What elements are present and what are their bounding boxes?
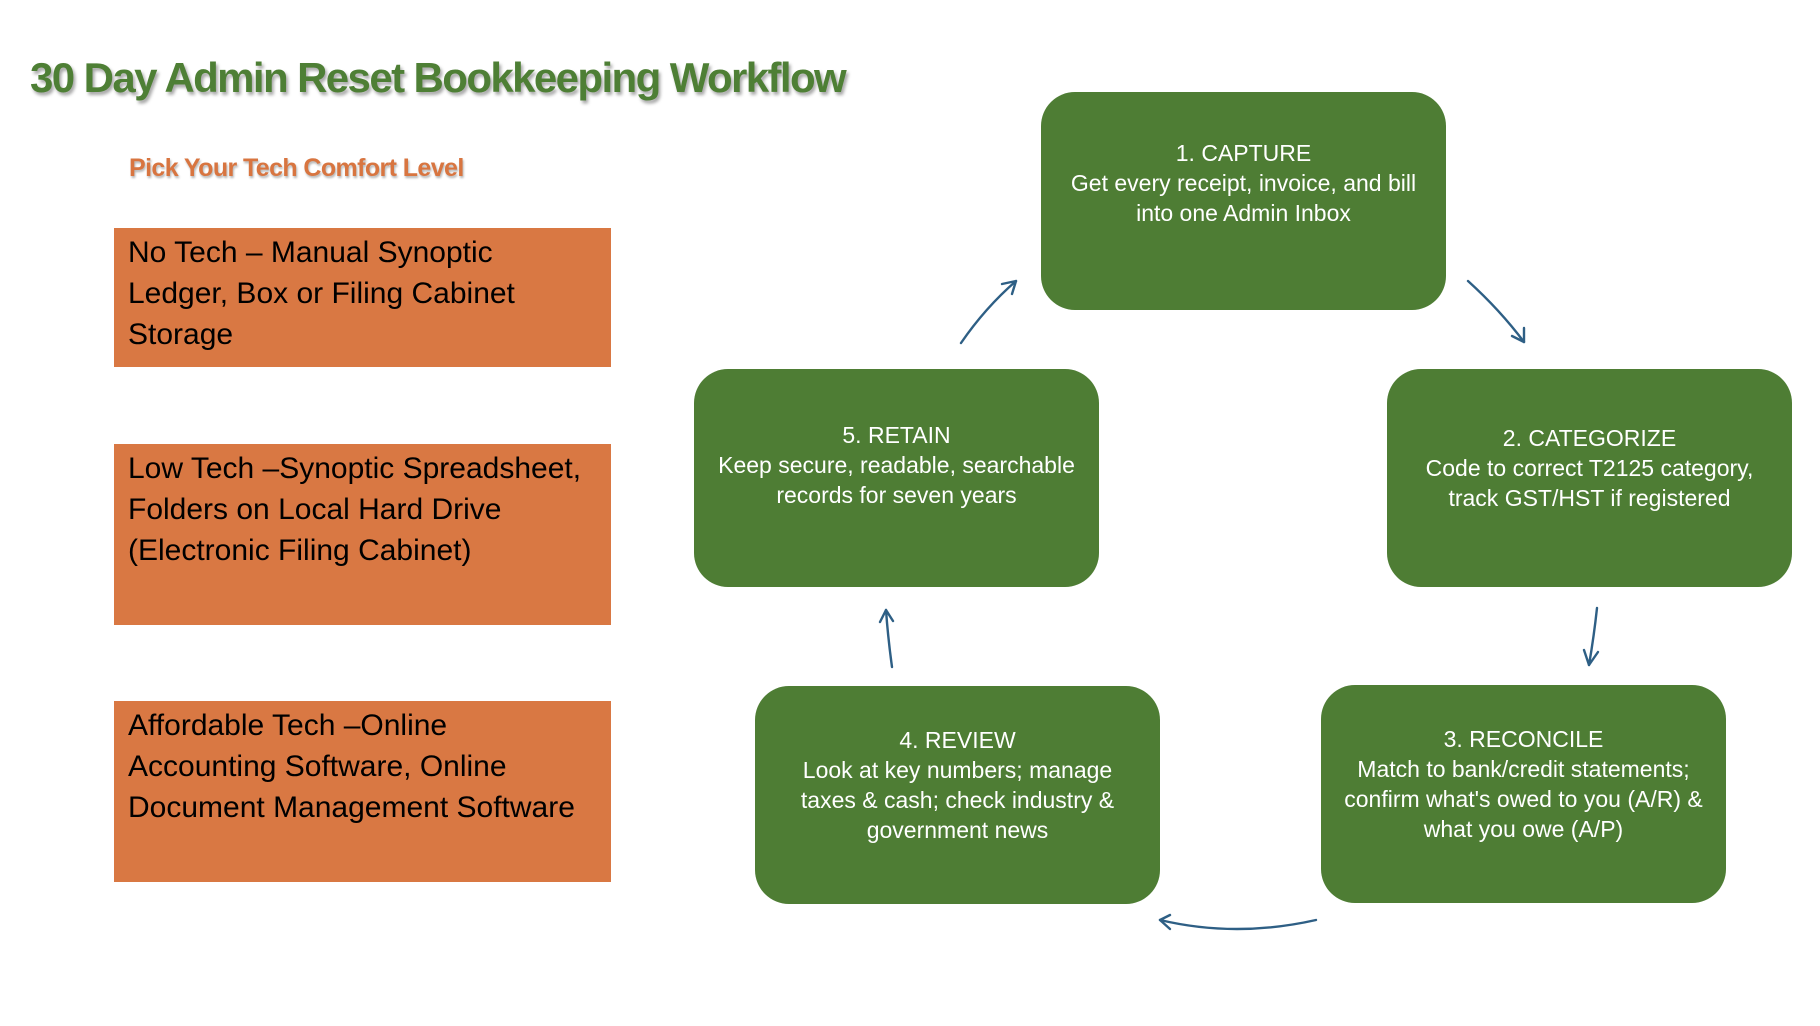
arrow-review-to-retain <box>878 608 895 669</box>
step-review: 4. REVIEW Look at key numbers; manage ta… <box>755 686 1160 904</box>
arrow-review-to-retain-line <box>884 608 894 669</box>
arrow-categorize-to-reconcile-head <box>1582 648 1600 667</box>
tech-level-affordable-tech: Affordable Tech –Online Accounting Softw… <box>114 701 611 882</box>
step-description: Match to bank/credit statements; confirm… <box>1344 756 1703 842</box>
arrow-reconcile-to-review-head <box>1158 913 1172 931</box>
step-description: Get every receipt, invoice, and bill int… <box>1070 170 1417 226</box>
step-categorize: 2. CATEGORIZE Code to correct T2125 cate… <box>1387 369 1792 587</box>
arrow-categorize-to-reconcile <box>1582 606 1600 667</box>
step-description: Code to correct T2125 category, track GS… <box>1425 455 1754 511</box>
step-title: 5. RETAIN <box>842 422 951 448</box>
step-title: 2. CATEGORIZE <box>1502 425 1677 451</box>
step-title: 1. CAPTURE <box>1175 140 1312 166</box>
arrow-retain-to-capture-head <box>1000 279 1018 296</box>
arrow-reconcile-to-review-line <box>1158 918 1318 931</box>
step-title: 3. RECONCILE <box>1443 726 1604 752</box>
arrow-retain-to-capture <box>959 279 1018 345</box>
step-title: 4. REVIEW <box>899 727 1016 753</box>
step-description: Keep secure, readable, searchable record… <box>718 452 1075 508</box>
step-retain: 5. RETAIN Keep secure, readable, searcha… <box>694 369 1099 587</box>
arrow-capture-to-categorize-line <box>1466 279 1526 344</box>
step-description: Look at key numbers; manage taxes & cash… <box>800 757 1115 843</box>
tech-level-low-tech: Low Tech –Synoptic Spreadsheet, Folders … <box>114 444 611 625</box>
tech-level-no-tech: No Tech – Manual Synoptic Ledger, Box or… <box>114 228 611 367</box>
arrow-reconcile-to-review <box>1158 913 1318 931</box>
arrow-retain-to-capture-line <box>959 279 1018 345</box>
step-capture: 1. CAPTURE Get every receipt, invoice, a… <box>1041 92 1446 310</box>
step-reconcile: 3. RECONCILE Match to bank/credit statem… <box>1321 685 1726 903</box>
arrow-capture-to-categorize <box>1466 279 1526 344</box>
page-title: 30 Day Admin Reset Bookkeeping Workflow <box>30 54 847 101</box>
arrow-capture-to-categorize-head <box>1510 326 1526 344</box>
arrow-categorize-to-reconcile-line <box>1587 606 1599 667</box>
tech-level-heading: Pick Your Tech Comfort Level <box>129 154 464 182</box>
arrow-review-to-retain-head <box>878 608 895 624</box>
